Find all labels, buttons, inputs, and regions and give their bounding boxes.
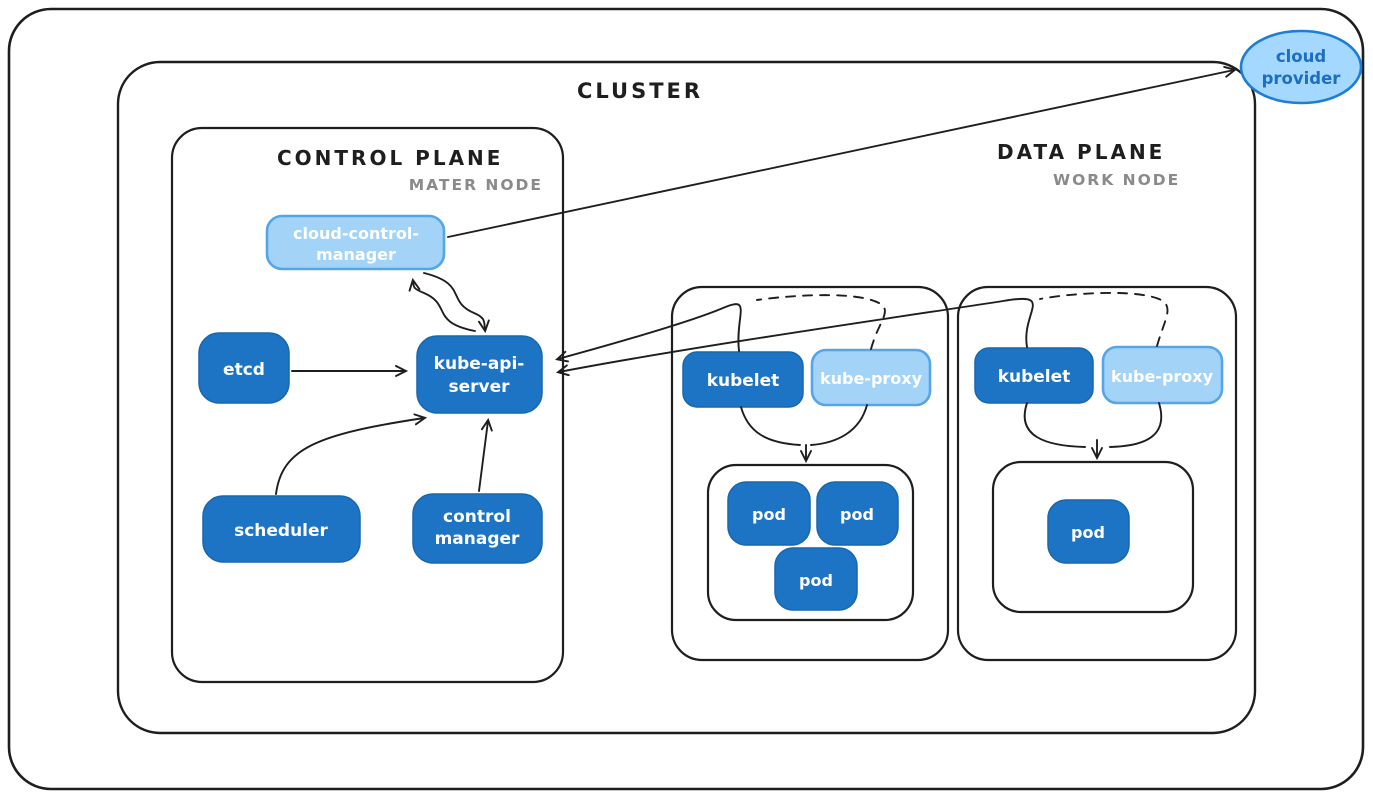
arrow-apiserver-to-cloudcontrolmanager bbox=[408, 277, 476, 332]
pod-label: pod bbox=[840, 505, 874, 524]
data-plane-title: DATA PLANE bbox=[997, 140, 1165, 164]
pod-box bbox=[1047, 499, 1130, 564]
connector-kubeproxy1-to-pods bbox=[810, 404, 868, 446]
kube-proxy-1-label: kube-proxy bbox=[820, 369, 923, 388]
cloud-control-manager-label-line2: manager bbox=[316, 245, 396, 264]
pod-label: pod bbox=[752, 505, 786, 524]
pod-box bbox=[727, 481, 811, 546]
scheduler-label: scheduler bbox=[234, 521, 328, 541]
scheduler-box bbox=[202, 495, 361, 563]
connector-kubelet2-to-pods bbox=[1023, 402, 1086, 448]
control-plane-title: CONTROL PLANE bbox=[277, 146, 503, 170]
kubelet-2-label: kubelet bbox=[998, 367, 1071, 387]
kube-api-server-box bbox=[416, 335, 543, 414]
kube-proxy-1-box bbox=[810, 348, 932, 407]
kubelet-1-box bbox=[682, 351, 804, 408]
cloud-provider-ellipse bbox=[1239, 29, 1363, 105]
cloud-provider-label-line1: cloud bbox=[1276, 47, 1326, 66]
arrow-kubelet2-to-apiserver bbox=[555, 297, 1034, 377]
cluster-label: CLUSTER bbox=[577, 79, 703, 103]
kube-api-server-label-line1: kube-api- bbox=[434, 354, 525, 374]
kube-proxy-2-label: kube-proxy bbox=[1111, 367, 1214, 386]
connector-kubelet1-to-pods bbox=[740, 406, 801, 446]
pod-label: pod bbox=[1071, 523, 1105, 542]
dashed-kubeproxy1-to-apiserver bbox=[756, 294, 886, 350]
cloud-control-manager-label-line1: cloud-control- bbox=[293, 224, 419, 243]
arrow-cloudcontrolmanager-to-cloudprovider bbox=[447, 66, 1238, 238]
arrow-scheduler-to-apiserver bbox=[275, 413, 428, 495]
arrow-kubelet1-to-apiserver bbox=[554, 303, 742, 363]
kube-api-server-label-line2: server bbox=[448, 377, 510, 397]
pod-label: pod bbox=[799, 571, 833, 590]
kubelet-2-box bbox=[974, 347, 1094, 404]
cloud-control-manager-box bbox=[265, 214, 446, 271]
control-manager-label-line1: control bbox=[443, 507, 511, 527]
connector-kubeproxy2-to-pods bbox=[1109, 402, 1163, 448]
master-node-subtitle: MATER NODE bbox=[409, 176, 543, 194]
cloud-provider-label-line2: provider bbox=[1262, 69, 1342, 88]
etcd-box bbox=[198, 332, 290, 404]
arrow-controlmanager-to-apiserver bbox=[478, 417, 493, 492]
pod-box bbox=[816, 481, 899, 546]
control-manager-box bbox=[412, 493, 543, 564]
etcd-label: etcd bbox=[223, 360, 265, 380]
kubelet-1-label: kubelet bbox=[707, 371, 780, 391]
arrow-cloudcontrolmanager-to-apiserver bbox=[423, 272, 490, 334]
dashed-kubeproxy2-to-apiserver bbox=[1039, 291, 1169, 347]
pod-box bbox=[774, 547, 858, 611]
kube-proxy-2-box bbox=[1101, 345, 1224, 405]
work-node-subtitle: WORK NODE bbox=[1053, 171, 1180, 189]
control-manager-label-line2: manager bbox=[435, 529, 520, 549]
